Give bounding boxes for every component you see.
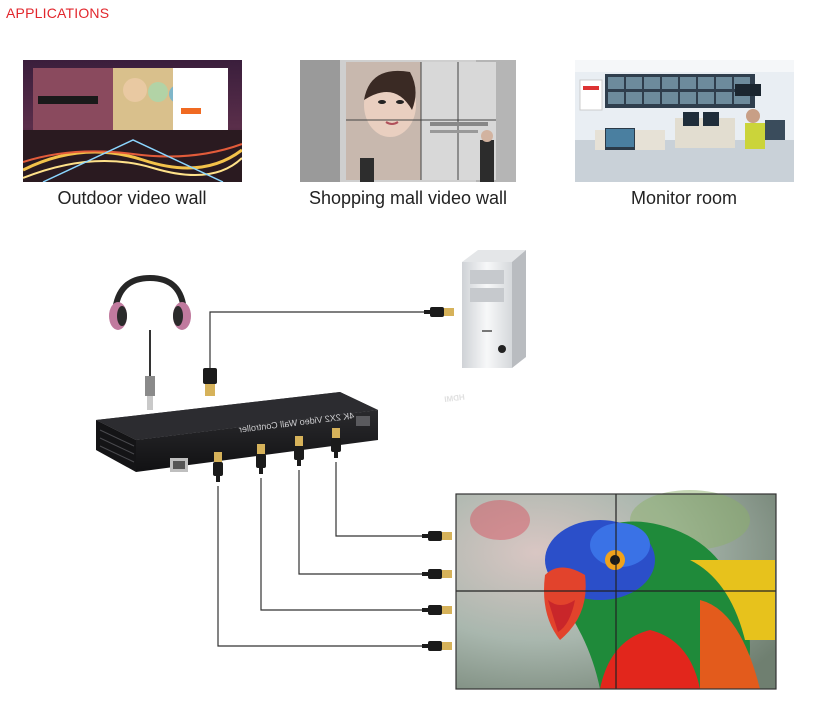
- monitor-room-photo: [575, 60, 794, 182]
- hdmi-plug-display-2: [422, 569, 452, 579]
- outdoor-video-wall-photo: [23, 60, 242, 182]
- caption-outdoor-video-wall: Outdoor video wall: [57, 188, 207, 208]
- hdmi-plug-display-1: [422, 531, 452, 541]
- section-heading: APPLICATIONS: [6, 5, 110, 21]
- caption-shopping-mall-video-wall: Shopping mall video wall: [308, 188, 508, 208]
- hdmi-plug-input: [203, 368, 217, 396]
- hdmi-plug-output-4: [213, 452, 223, 482]
- pc-tower: [462, 250, 526, 368]
- hdmi-plug-pc: [424, 307, 454, 317]
- hdmi-plug-output-1: [331, 428, 341, 458]
- video-wall-display: [455, 490, 777, 690]
- hdmi-logo: HDMI: [444, 393, 465, 404]
- hdmi-plug-output-3: [256, 444, 266, 474]
- cables: [209, 311, 430, 647]
- hdmi-plug-output-2: [294, 436, 304, 466]
- caption-monitor-room: Monitor room: [630, 188, 738, 208]
- headphones: [109, 274, 191, 410]
- hdmi-plug-display-3: [422, 605, 452, 615]
- video-wall-controller: [96, 392, 378, 472]
- shopping-mall-video-wall-photo: [300, 60, 519, 182]
- hdmi-plug-display-4: [422, 641, 452, 651]
